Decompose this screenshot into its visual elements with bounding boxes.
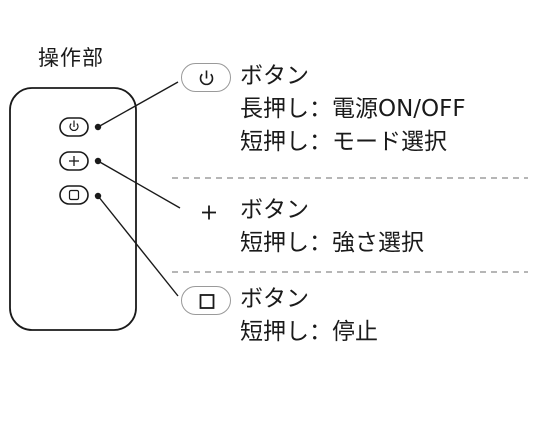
power-icon xyxy=(199,70,214,86)
stop-badge xyxy=(181,286,231,315)
leader-line-power xyxy=(94,81,179,131)
plus-badge xyxy=(183,197,233,226)
power-short-press-text: 短押し：モード選択 xyxy=(240,129,447,155)
power-badge xyxy=(181,63,231,92)
leader-line-plus xyxy=(94,157,181,209)
plus-short-press-text: 短押し：強さ選択 xyxy=(240,230,424,256)
remote-stop-button xyxy=(59,185,89,205)
section-title: 操作部 xyxy=(38,46,104,70)
remote-plus-button xyxy=(59,151,89,171)
plus-icon xyxy=(202,205,216,220)
power-button-label: ボタン xyxy=(240,63,309,89)
plus-button-label: ボタン xyxy=(240,197,309,223)
stop-short-press-text: 短押し：停止 xyxy=(240,319,378,345)
remote-body xyxy=(9,87,137,331)
square-stop-icon xyxy=(199,294,215,309)
remote-power-button xyxy=(59,117,89,137)
leader-line-stop xyxy=(94,192,179,297)
power-long-press-text: 長押し：電源ON/OFF xyxy=(240,96,466,122)
stop-button-label: ボタン xyxy=(240,286,309,312)
